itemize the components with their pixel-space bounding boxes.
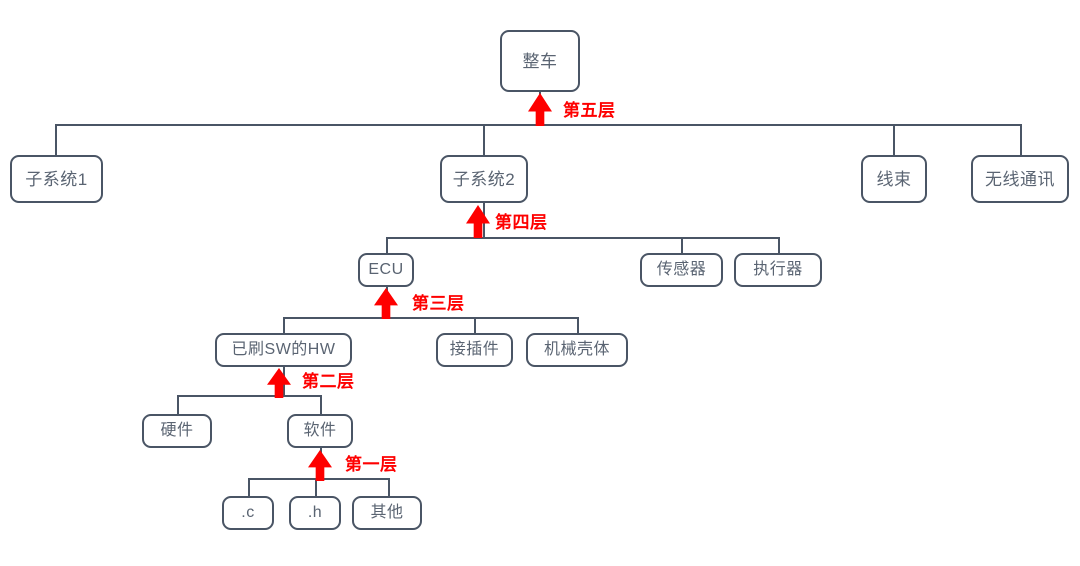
connector-line [483, 124, 485, 156]
connector-line [315, 478, 317, 497]
node-label: .c [241, 504, 255, 521]
connector-line [778, 237, 780, 254]
connector-line [474, 317, 476, 334]
node-label: 其他 [370, 504, 404, 521]
connector-line [283, 317, 578, 319]
connector-line [177, 395, 179, 415]
node-ecu[interactable]: ECU [358, 253, 414, 287]
node-actuator[interactable]: 执行器 [734, 253, 822, 287]
connector-line [577, 317, 579, 334]
node-label: 软件 [303, 422, 337, 439]
node-software[interactable]: 软件 [287, 414, 353, 448]
node-label: 子系统2 [452, 169, 516, 189]
node-subsys1[interactable]: 子系统1 [10, 155, 103, 203]
node-wireless[interactable]: 无线通讯 [971, 155, 1069, 203]
node-label: 线束 [876, 169, 912, 189]
node-label: 已刷SW的HW [231, 341, 336, 358]
connector-line [248, 478, 250, 497]
connector-line [386, 237, 779, 239]
node-label: 接插件 [449, 341, 500, 358]
node-vehicle[interactable]: 整车 [500, 30, 580, 92]
node-dot_h[interactable]: .h [289, 496, 341, 530]
node-sensor[interactable]: 传感器 [640, 253, 723, 287]
level-label-l2: 第二层 [302, 372, 355, 391]
connector-line [386, 237, 388, 254]
connector-line [55, 124, 57, 156]
node-label: 执行器 [753, 261, 803, 278]
node-label: 传感器 [656, 261, 707, 278]
connector-line [320, 395, 322, 415]
node-label: 硬件 [160, 422, 194, 439]
connector-line [177, 395, 320, 397]
up-arrow-icon [308, 450, 332, 481]
connector-line [1020, 124, 1022, 156]
level-label-l5: 第五层 [563, 101, 616, 120]
node-label: ECU [368, 261, 404, 278]
node-label: 子系统1 [25, 169, 88, 189]
node-other[interactable]: 其他 [352, 496, 422, 530]
node-label: 整车 [522, 51, 558, 71]
node-connector[interactable]: 接插件 [436, 333, 513, 367]
level-label-l1: 第一层 [345, 455, 398, 474]
node-label: 机械壳体 [543, 341, 610, 358]
node-harness[interactable]: 线束 [861, 155, 927, 203]
node-housing[interactable]: 机械壳体 [526, 333, 628, 367]
connector-line [388, 478, 390, 497]
node-label: .h [307, 504, 323, 521]
node-hardware[interactable]: 硬件 [142, 414, 212, 448]
node-subsys2[interactable]: 子系统2 [440, 155, 528, 203]
node-label: 无线通讯 [985, 169, 1055, 189]
connector-line [681, 237, 683, 254]
connector-line [893, 124, 895, 156]
node-flashed_hw[interactable]: 已刷SW的HW [215, 333, 352, 367]
level-label-l4: 第四层 [495, 213, 548, 232]
up-arrow-icon [466, 205, 490, 238]
connector-line [283, 317, 285, 334]
node-dot_c[interactable]: .c [222, 496, 274, 530]
up-arrow-icon [374, 288, 398, 319]
up-arrow-icon [528, 93, 552, 126]
up-arrow-icon [267, 368, 291, 398]
level-label-l3: 第三层 [412, 294, 465, 313]
